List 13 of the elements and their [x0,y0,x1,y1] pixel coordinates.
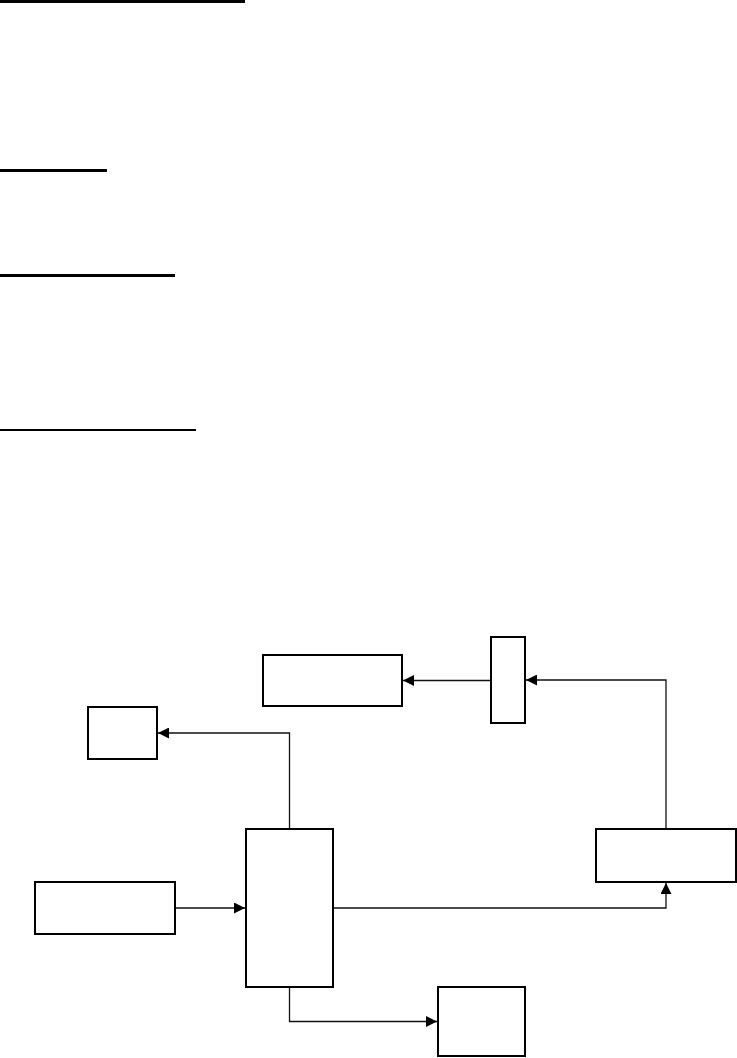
process-box [437,986,526,1057]
process-box [490,636,526,724]
process-box [87,706,158,760]
process-box [262,654,403,707]
arrow [402,675,491,686]
arrow [333,882,672,909]
arrow [175,902,246,914]
arrow [525,674,667,829]
process-box [245,828,334,988]
process-box [34,881,176,935]
arrow [288,987,438,1027]
process-box [595,828,737,883]
arrow [157,727,291,829]
